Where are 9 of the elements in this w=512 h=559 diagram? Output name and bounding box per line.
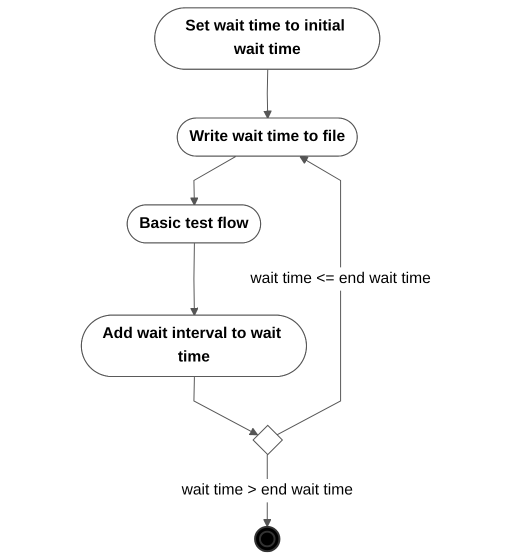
edge-label: wait time <= end wait time xyxy=(250,270,431,287)
arrow xyxy=(263,69,272,119)
arrow xyxy=(276,156,341,436)
node-circle xyxy=(254,526,280,552)
node-diamond xyxy=(252,424,283,456)
arrow xyxy=(193,376,258,436)
arrow xyxy=(190,242,198,316)
arrow xyxy=(190,156,236,206)
edge-label: wait time > end wait time xyxy=(181,482,353,499)
